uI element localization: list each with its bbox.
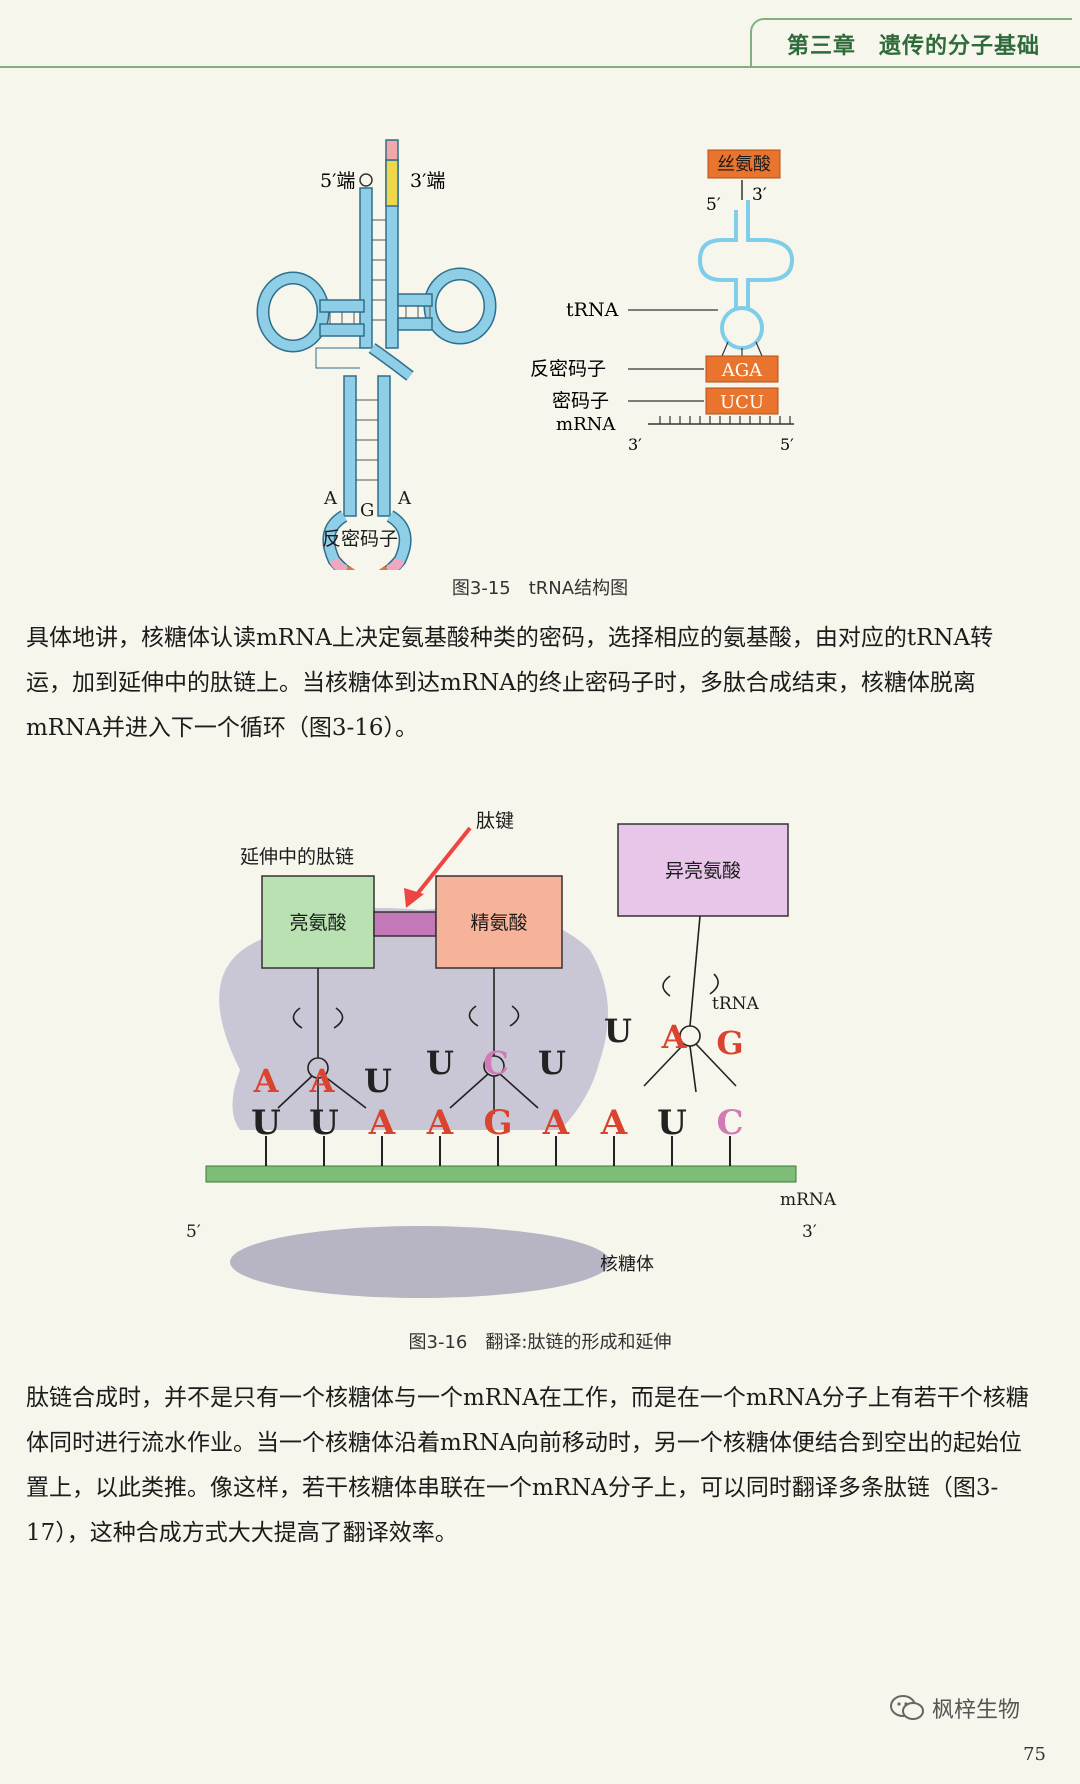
anticodon-3-base-1: U	[604, 1012, 632, 1050]
arrow-head	[404, 888, 424, 908]
label-trna-fig16: tRNA	[712, 994, 759, 1014]
anticodon-1-base-1: A	[253, 1062, 280, 1100]
amino-acid-box-2	[435, 875, 563, 969]
figure-3-15-caption: 图3-15 tRNA结构图	[451, 578, 629, 599]
label-peptide-bond: 肽键	[476, 810, 515, 832]
anticodon-2-base-1: U	[426, 1044, 454, 1082]
label-3-end: 3′端	[410, 170, 445, 192]
wechat-icon	[889, 1695, 924, 1720]
amino-acid-box-1	[261, 875, 375, 969]
anticodon-base-a1-label: A	[324, 488, 337, 509]
mrna-base-8: U	[657, 1103, 687, 1143]
anticodon-base-a2-label: A	[398, 488, 411, 509]
label-codon: 密码子	[552, 390, 609, 412]
figure-3-15: 5′端 3′端 A 丝氨酸 5′ 3′ tRNA 反密码子 AGA 密码子 UC…	[256, 139, 795, 570]
label-5-prime: 5′	[706, 195, 721, 215]
mrna-5-prime: 5′	[780, 435, 794, 454]
label-3-prime-fig16: 3′	[802, 1222, 817, 1242]
mrna-base-2: U	[309, 1103, 339, 1143]
peptide-bond-arrow	[412, 826, 472, 900]
label-3-prime: 3′	[752, 185, 767, 205]
label-trna: tRNA	[566, 299, 619, 321]
mrna-base-1: U	[251, 1103, 281, 1143]
anticodon-2-base-2: C	[483, 1044, 508, 1082]
watermark: 枫梓生物	[889, 1692, 1020, 1724]
paragraph-2: 肽链合成时，并不是只有一个核糖体与一个mRNA在工作，而是在一个mRNA分子上有…	[26, 1385, 1029, 1546]
page-number: 75	[1023, 1744, 1046, 1765]
anticodon-3-base-2: A	[661, 1018, 688, 1056]
chapter-title: 第三章 遗传的分子基础	[786, 34, 1040, 59]
label-5-prime-fig16: 5′	[186, 1222, 201, 1242]
label-ribosome: 核糖体	[600, 1254, 654, 1275]
label-5-end: 5′端	[320, 170, 355, 192]
paragraph-1: 具体地讲，核糖体认读mRNA上决定氨基酸种类的密码，选择相应的氨基酸，由对应的t…	[26, 625, 994, 741]
label-mrna-fig16: mRNA	[780, 1190, 837, 1210]
amino-acid-3-label: 异亮氨酸	[664, 860, 741, 882]
amino-acid-box-3	[617, 823, 789, 917]
amino-acid-serine: 丝氨酸	[717, 154, 771, 175]
page-header: 第三章 遗传的分子基础	[0, 0, 1080, 68]
figure-3-16-caption: 图3-16 翻译:肽链的形成和延伸	[408, 1332, 672, 1353]
mrna-base-3: A	[368, 1103, 396, 1143]
anticodon-1-base-3: U	[364, 1062, 392, 1100]
trna-cloverleaf-diagram	[256, 139, 497, 570]
anticodon-1-base-2: A	[309, 1062, 336, 1100]
amino-acid-1-label: 亮氨酸	[289, 912, 347, 934]
label-mrna: mRNA	[556, 414, 616, 435]
anticodon-3-base-3: G	[716, 1024, 743, 1062]
codon-value: UCU	[720, 392, 764, 413]
mrna-base-6: A	[542, 1103, 570, 1143]
peptide-bond-link	[373, 911, 437, 937]
mrna-strand	[205, 1165, 797, 1183]
trna-codon-diagram	[628, 149, 795, 425]
mrna-base-7: A	[600, 1103, 628, 1143]
label-anticodon: 反密码子	[530, 358, 606, 380]
mrna-3-prime: 3′	[628, 435, 642, 454]
header-tab	[750, 18, 1072, 68]
trna-glyphs	[277, 915, 737, 1114]
ribosome-small-subunit	[230, 1226, 610, 1298]
anticodon-caption-left: 反密码子	[322, 528, 399, 550]
mrna-base-4: A	[426, 1103, 454, 1143]
anticodon-base-g-label: G	[360, 500, 375, 521]
amino-acid-2-label: 精氨酸	[470, 912, 528, 934]
watermark-text: 枫梓生物	[931, 1698, 1020, 1723]
header-rule	[0, 66, 1080, 68]
anticodon-2-base-3: U	[538, 1044, 566, 1082]
mrna-base-9: C	[716, 1103, 743, 1143]
mrna-base-5: G	[483, 1103, 512, 1143]
anticodon-value: AGA	[721, 360, 763, 381]
label-growing-chain: 延伸中的肽链	[240, 846, 355, 868]
